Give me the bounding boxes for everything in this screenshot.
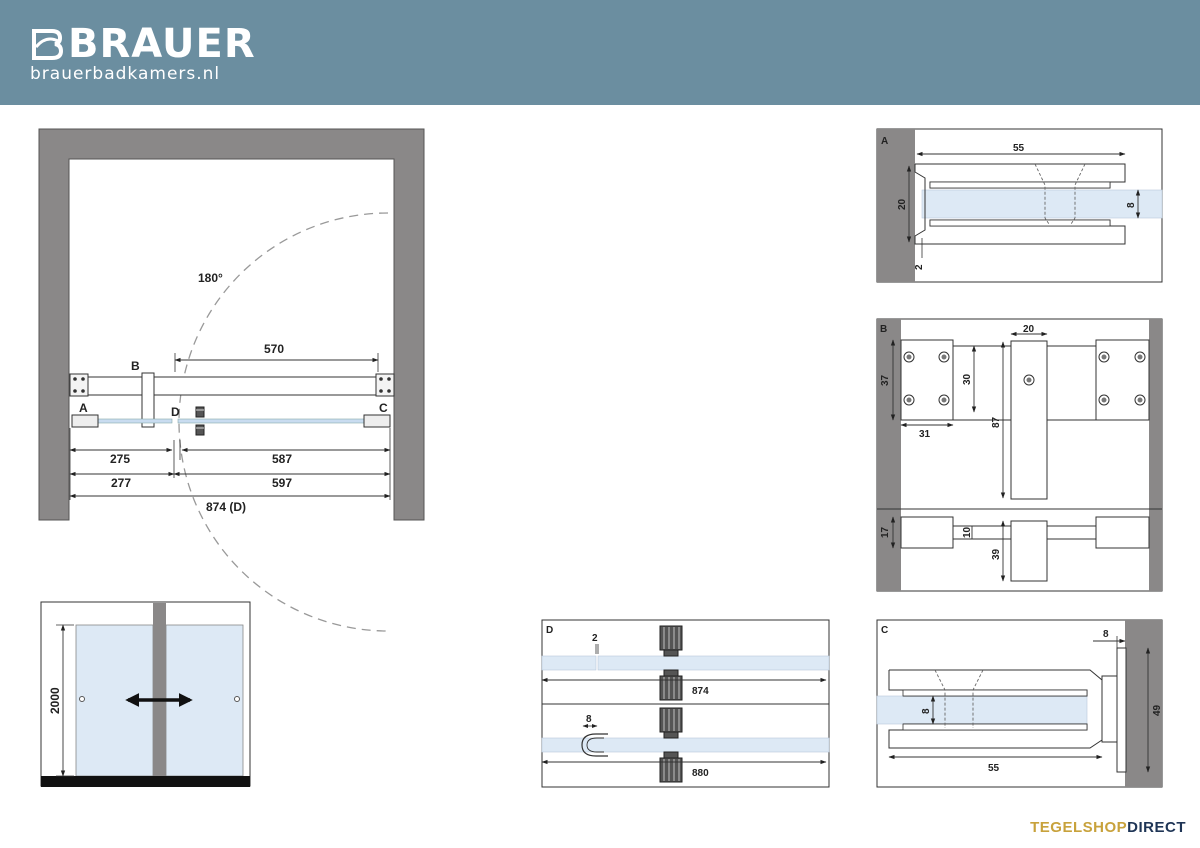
detail-a: A 55 20 8 2: [876, 128, 1163, 283]
detail-c-glass: [876, 695, 1088, 725]
detail-b-wall-left: [877, 319, 901, 591]
header-bar: BRAUER brauerbadkamers.nl: [0, 0, 1200, 105]
footer-brand-part2: DIRECT: [1127, 819, 1186, 836]
elevation-wall-profile: [153, 603, 166, 776]
swing-angle-label: 180°: [198, 271, 223, 285]
brand-website: brauerbadkamers.nl: [30, 64, 221, 84]
label-a: A: [79, 401, 88, 415]
detail-a-title: A: [881, 136, 888, 147]
detail-a-dim-20: 20: [897, 198, 908, 210]
clamp-c: [363, 414, 391, 428]
detail-a-dim-55: 55: [1013, 143, 1025, 154]
plan-wall: [38, 128, 425, 521]
roller-b: [141, 372, 155, 428]
detail-d-dim-880: 880: [692, 768, 709, 779]
detail-c-dim-8-glass: 8: [921, 708, 932, 714]
clamp-a: [71, 414, 99, 428]
detail-a-glass: [921, 189, 1163, 219]
detail-b-dim-20: 20: [1023, 324, 1035, 335]
detail-c-dim-49: 49: [1152, 704, 1163, 716]
dim-587: 587: [272, 452, 292, 466]
plan-view: 180° B A C D 570: [38, 128, 425, 632]
detail-a-dim-8: 8: [1126, 202, 1137, 208]
dim-874d: 874 (D): [206, 500, 246, 514]
detail-b-wall-right: [1149, 319, 1162, 591]
detail-d-seal-profile: [581, 733, 608, 757]
dim-570: 570: [264, 342, 284, 356]
detail-d-dim-2: 2: [592, 633, 598, 644]
handle-knob-plan: [195, 406, 205, 436]
detail-b-dim-37: 37: [880, 374, 891, 386]
footer-brand-part1: TEGELSHOP: [1030, 819, 1128, 836]
brand-mark-icon: [32, 29, 64, 60]
detail-c-title: C: [881, 625, 888, 636]
detail-d-dim-8: 8: [586, 714, 592, 725]
detail-b-dim-10: 10: [962, 526, 973, 538]
detail-d-knob-top: [659, 625, 683, 701]
detail-c-dim-55: 55: [988, 763, 1000, 774]
detail-b: B 20 37 30 87 31 17 10 39: [876, 318, 1163, 592]
detail-c-wall: [1125, 620, 1162, 787]
dim-597: 597: [272, 476, 292, 490]
detail-d-dim-874: 874: [692, 686, 709, 697]
dim-277: 277: [111, 476, 131, 490]
detail-b-title: B: [880, 324, 887, 335]
detail-b-roller: [1010, 340, 1048, 500]
detail-b-dim-87: 87: [991, 416, 1002, 428]
detail-b-dim-31: 31: [919, 429, 931, 440]
label-b: B: [131, 359, 140, 373]
dim-275: 275: [110, 452, 130, 466]
label-c: C: [379, 401, 388, 415]
glass-panel-sliding: [177, 418, 389, 424]
detail-a-dim-2: 2: [914, 264, 925, 270]
detail-b-dim-17: 17: [880, 526, 891, 538]
label-d: D: [171, 405, 180, 419]
elevation-view: 2000: [40, 601, 251, 787]
rail-bracket-left: [69, 373, 89, 397]
dim-2000: 2000: [48, 687, 62, 714]
detail-b-dim-30: 30: [962, 373, 973, 385]
rail-bracket-right: [375, 373, 395, 397]
detail-d: D 2 874 8: [541, 619, 830, 788]
top-rail: [85, 376, 379, 396]
detail-c-dim-8-top: 8: [1103, 629, 1109, 640]
footer-brand-logo[interactable]: TEGELSHOPDIRECT: [1030, 819, 1186, 836]
brand-logo[interactable]: BRAUER brauerbadkamers.nl: [30, 22, 256, 84]
detail-d-title: D: [546, 625, 553, 636]
detail-c: C 8 8 49 55: [876, 619, 1163, 788]
detail-b-dim-39: 39: [991, 548, 1002, 560]
brand-name: BRAUER: [68, 21, 256, 67]
elevation-floor: [41, 776, 250, 787]
